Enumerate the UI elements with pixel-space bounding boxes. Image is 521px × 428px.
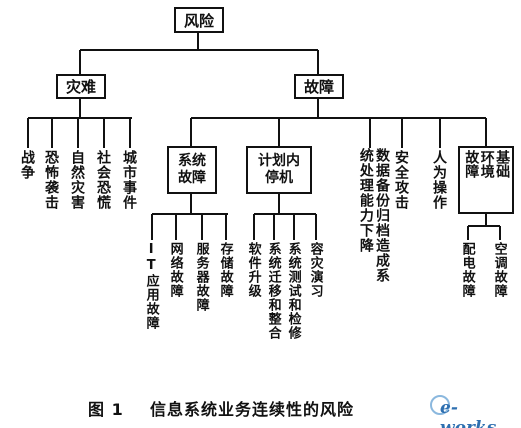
system-item-network: 网络故障 <box>167 242 183 298</box>
planned-downtime-node: 计划内 停机 <box>246 146 312 194</box>
system-fault-node: 系统 故障 <box>167 146 217 194</box>
data-backup-node: 数据备份归档造成系统处理能力下降 <box>340 148 390 308</box>
security-attack: 安全攻击 <box>393 150 409 210</box>
human-operation: 人为操作 <box>431 150 447 210</box>
disaster-item-panic: 社会恐慌 <box>95 150 111 210</box>
planned-item-drill: 容灾演习 <box>307 242 323 298</box>
infra-col-1: 基础 <box>494 150 511 178</box>
infra-item-ac: 空调故障 <box>491 242 507 298</box>
watermark-text: e-works <box>440 398 497 428</box>
system-fault-line-2: 故障 <box>178 170 206 186</box>
system-item-server: 服务器故障 <box>193 242 209 312</box>
infra-item-power: 配电故障 <box>459 242 475 298</box>
system-fault-line-1: 系统 <box>178 153 206 170</box>
planned-downtime-line-2: 停机 <box>265 170 293 186</box>
infrastructure-fault-node: 基础 环境 故障 <box>458 146 514 214</box>
watermark-logo-icon <box>430 395 450 415</box>
planned-item-migration: 系统迁移和整合 <box>265 242 281 340</box>
disaster-item-city: 城市事件 <box>121 150 137 210</box>
infrastructure-label: 基础 环境 故障 <box>463 150 511 210</box>
eworks-watermark: e-works <box>430 392 512 428</box>
disaster-item-war: 战争 <box>19 150 35 180</box>
infra-col-2: 环境 <box>478 150 495 178</box>
infra-col-3: 故障 <box>463 150 480 178</box>
planned-item-testing: 系统测试和检修 <box>285 242 301 340</box>
root-node: 风险 <box>174 7 224 33</box>
disaster-item-terror: 恐怖袭击 <box>43 150 59 210</box>
planned-item-upgrade: 软件升级 <box>245 242 261 298</box>
root-label: 风险 <box>183 11 214 30</box>
figure-number: 图 1 <box>88 400 124 419</box>
data-backup-text: 数据备份归档造成系统处理能力下降 <box>357 148 390 283</box>
fault-label: 故障 <box>303 78 334 96</box>
planned-downtime-line-1: 计划内 <box>258 153 300 170</box>
disaster-label: 灾难 <box>65 78 96 96</box>
system-item-storage: 存储故障 <box>217 242 233 298</box>
system-item-it: IT应用故障 <box>143 242 159 330</box>
fault-node: 故障 <box>294 74 344 99</box>
disaster-node: 灾难 <box>56 74 106 99</box>
figure-caption: 信息系统业务连续性的风险 <box>150 400 355 419</box>
disaster-item-natural: 自然灾害 <box>69 150 85 210</box>
